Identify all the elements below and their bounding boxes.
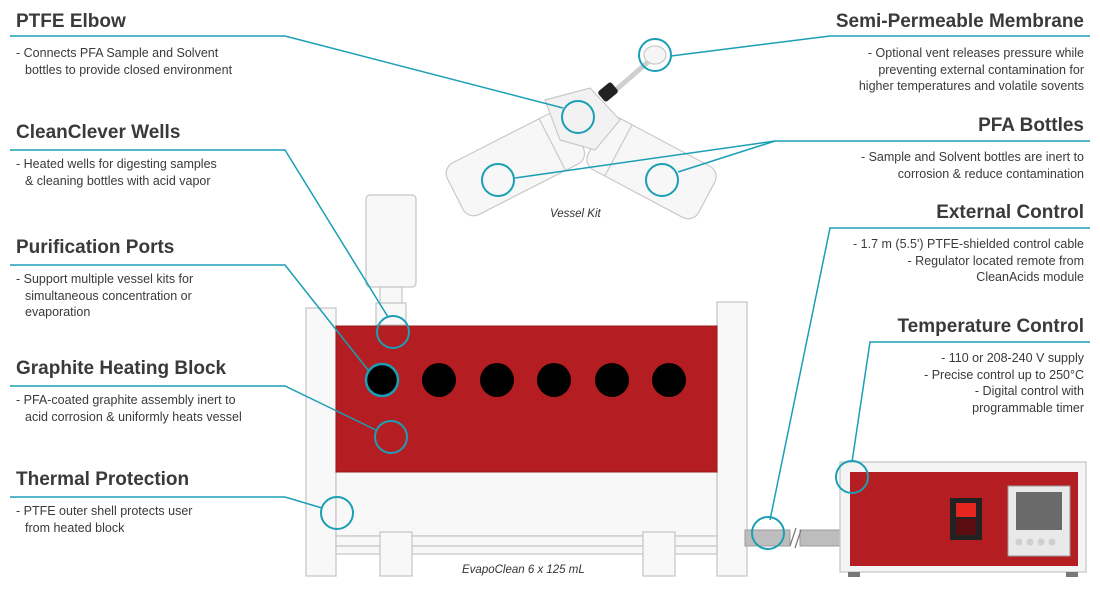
- leader-semi-permeable-membrane: [670, 35, 1090, 57]
- caption-evapoclean: EvapoClean 6 x 125 mL: [462, 564, 585, 576]
- callout-line: higher temperatures and volatile sovents: [858, 79, 1084, 93]
- callout-line: - Support multiple vessel kits for: [16, 272, 194, 286]
- leader-temperature-control: [851, 341, 1090, 463]
- callout-thermal-protection: Thermal Protection - PTFE outer shell pr…: [16, 469, 192, 536]
- leader-lines: [10, 35, 1090, 521]
- callout-line: - 1.7 m (5.5') PTFE-shielded control cab…: [853, 237, 1084, 251]
- callout-title: PTFE Elbow: [16, 11, 126, 32]
- thermal-shell-body: [335, 469, 718, 537]
- callout-line: bottles to provide closed environment: [25, 62, 233, 77]
- graphite-heating-block: [335, 325, 718, 473]
- vessel-kit: [445, 45, 717, 220]
- top-vessel: [365, 194, 417, 288]
- callout-line: CleanAcids module: [976, 270, 1084, 284]
- callout-line: programmable timer: [972, 400, 1084, 415]
- port-hole-4: [537, 363, 571, 397]
- callout-title: Semi-Permeable Membrane: [835, 11, 1084, 32]
- callout-title: Graphite Heating Block: [16, 358, 227, 379]
- callout-line: - Regulator located remote from: [907, 253, 1084, 268]
- caption-vessel-kit: Vessel Kit: [550, 208, 601, 220]
- marker-temperature-control: [835, 460, 869, 494]
- callout-title: CleanClever Wells: [16, 122, 181, 143]
- leader-pfa-bottles-right: [677, 140, 776, 173]
- callout-purification-ports: Purification Ports - Support multiple ve…: [16, 237, 193, 321]
- callout-line: - Connects PFA Sample and Solvent: [16, 46, 219, 60]
- marker-pfa-bottle-left: [481, 163, 515, 197]
- callout-semi-permeable-membrane: Semi-Permeable Membrane - Optional vent …: [836, 11, 1084, 95]
- power-switch-rocker-lower: [956, 519, 976, 535]
- callout-temperature-control: Temperature Control - 110 or 208-240 V s…: [897, 316, 1084, 416]
- callout-line: - PTFE outer shell protects user: [16, 504, 193, 518]
- base-rail-bottom: [335, 545, 718, 555]
- callout-title: PFA Bottles: [978, 115, 1084, 136]
- marker-purification-ports: [364, 362, 400, 398]
- callout-line: from heated block: [25, 520, 125, 535]
- power-switch-rocker: [956, 503, 976, 517]
- port-hole-5: [595, 363, 629, 397]
- port-hole-2: [422, 363, 456, 397]
- marker-ptfe-elbow: [561, 100, 595, 134]
- membrane-disc: [643, 45, 667, 65]
- thermal-shell-right-post: [716, 301, 748, 577]
- callout-circles: [320, 38, 869, 550]
- control-cable: [744, 527, 851, 549]
- callout-pfa-bottles: PFA Bottles - Sample and Solvent bottles…: [861, 115, 1084, 182]
- callout-line: corrosion & reduce contamination: [897, 166, 1084, 181]
- leader-purification-ports: [10, 264, 369, 371]
- callout-ptfe-elbow: PTFE Elbow - Connects PFA Sample and Sol…: [16, 11, 232, 78]
- marker-semi-permeable-membrane: [638, 38, 672, 72]
- callout-cleanclever-wells: CleanClever Wells - Heated wells for dig…: [16, 122, 217, 189]
- callout-line: - Digital control with: [974, 384, 1084, 398]
- port-hole-6: [652, 363, 686, 397]
- leader-cleanclever-wells: [10, 149, 389, 318]
- callout-line: - Heated wells for digesting samples: [16, 157, 217, 171]
- leader-external-control: [769, 227, 1090, 521]
- port-hole-3: [480, 363, 514, 397]
- callout-external-control: External Control - 1.7 m (5.5') PTFE-shi…: [853, 202, 1084, 286]
- callout-title: Purification Ports: [16, 237, 175, 258]
- marker-cleanclever-wells: [376, 315, 410, 349]
- ptfe-elbow-body: [544, 87, 621, 151]
- callout-line: - Sample and Solvent bottles are inert t…: [860, 150, 1084, 164]
- digital-display: [1016, 492, 1062, 530]
- marker-pfa-bottle-right: [645, 163, 679, 197]
- foot-left: [379, 531, 413, 577]
- callout-line: - 110 or 208-240 V supply: [941, 351, 1084, 365]
- port-hole-1: [365, 363, 399, 397]
- purification-port-holes: [365, 363, 686, 397]
- top-vessel-neck: [379, 286, 403, 304]
- marker-thermal-protection: [320, 496, 354, 530]
- callout-line: - PFA-coated graphite assembly inert to: [16, 393, 236, 407]
- callout-title: Temperature Control: [897, 316, 1084, 337]
- leader-ptfe-elbow: [10, 35, 564, 109]
- thermal-shell-left-post: [305, 307, 337, 577]
- leader-thermal-protection: [10, 496, 323, 509]
- vent-cap: [598, 82, 618, 102]
- callout-graphite-heating-block: Graphite Heating Block - PFA-coated grap…: [16, 358, 242, 425]
- leader-graphite-heating-block: [10, 385, 377, 431]
- callout-line: evaporation: [25, 305, 91, 319]
- marker-graphite-heating-block: [374, 420, 408, 454]
- callout-line: - Optional vent releases pressure while: [867, 46, 1084, 60]
- callout-line: preventing external contamination for: [878, 62, 1084, 77]
- callout-line: simultaneous concentration or: [25, 288, 192, 303]
- callout-title: External Control: [936, 202, 1084, 223]
- callout-line: acid corrosion & uniformly heats vessel: [25, 409, 242, 424]
- marker-external-control: [751, 516, 785, 550]
- temperature-controller: [839, 461, 1087, 577]
- callout-title: Thermal Protection: [16, 469, 190, 490]
- foot-right: [642, 531, 676, 577]
- callout-line: & cleaning bottles with acid vapor: [25, 173, 211, 188]
- callout-line: - Precise control up to 250°C: [924, 367, 1084, 382]
